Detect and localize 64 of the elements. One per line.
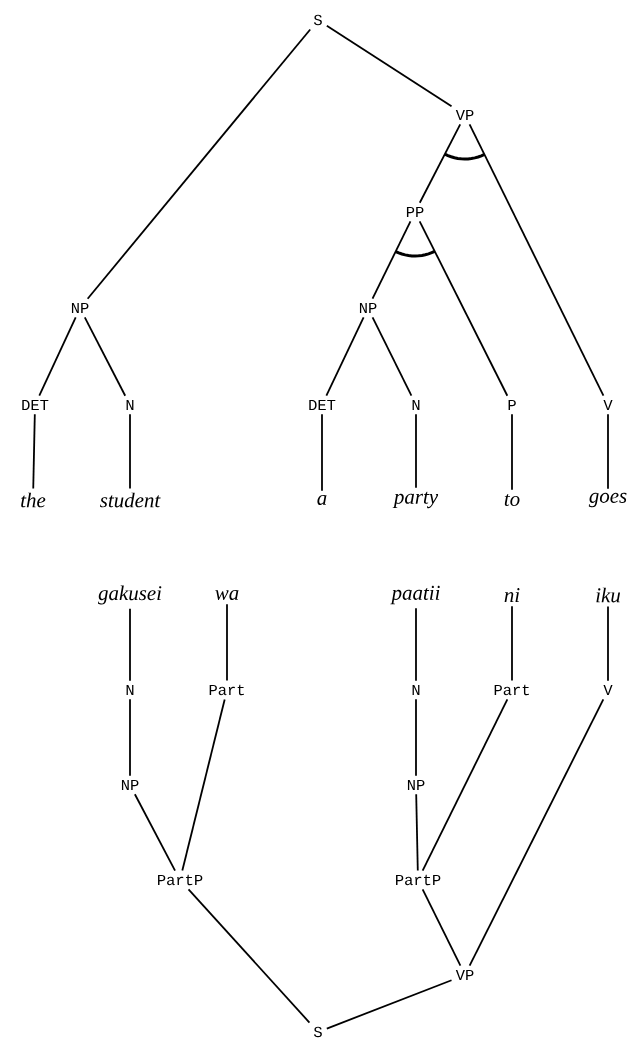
- tree-branch: [38, 316, 77, 397]
- category-label: Part: [209, 684, 244, 696]
- word-label: ni: [504, 588, 520, 602]
- tree-branch: [607, 413, 609, 490]
- word-label: gakusei: [98, 585, 162, 605]
- word-label: student: [100, 492, 161, 508]
- tree-branch: [468, 123, 605, 397]
- tree-branch: [371, 316, 413, 397]
- tree-branch: [86, 28, 312, 300]
- tree-branch: [129, 413, 131, 490]
- word-label: to: [504, 494, 520, 506]
- tree-branch: [418, 220, 509, 397]
- tree-branch: [418, 123, 462, 204]
- tree-branch: [511, 413, 513, 491]
- tree-branch: [226, 603, 228, 682]
- word-label: a: [317, 495, 327, 506]
- tree-branch: [415, 698, 417, 777]
- tree-branch: [129, 607, 131, 682]
- category-label: N: [126, 399, 134, 411]
- category-label: N: [412, 399, 420, 411]
- category-label: NP: [121, 779, 139, 791]
- category-label: NP: [359, 302, 377, 314]
- tree-branch: [607, 605, 609, 682]
- category-label: S: [313, 14, 322, 26]
- word-label: goes: [588, 492, 627, 508]
- category-label: V: [603, 399, 613, 411]
- word-label: wa: [215, 590, 239, 601]
- category-label: PartP: [396, 874, 441, 886]
- tree-branch: [134, 793, 176, 872]
- category-label: N: [126, 684, 134, 696]
- tree-branch: [421, 888, 462, 967]
- category-label: VP: [455, 969, 474, 981]
- word-label: party: [392, 491, 439, 509]
- category-label: VP: [455, 109, 474, 121]
- category-label: N: [412, 684, 420, 696]
- category-label: PartP: [158, 874, 203, 886]
- tree-branch: [415, 793, 419, 872]
- word-label: paatii: [390, 585, 440, 605]
- category-label: Part: [494, 684, 529, 696]
- category-label: P: [508, 399, 516, 411]
- tree-branch: [511, 605, 513, 682]
- tree-branch: [32, 413, 36, 490]
- tree-branch: [415, 607, 417, 682]
- word-label: iku: [596, 587, 620, 603]
- category-label: NP: [407, 779, 425, 791]
- tree-branch: [321, 413, 323, 492]
- category-label: S: [313, 1026, 322, 1038]
- category-label: PP: [406, 206, 424, 218]
- tree-branch: [325, 24, 453, 108]
- tree-branch: [83, 316, 127, 397]
- category-label: DET: [309, 399, 336, 411]
- tree-branch: [415, 413, 417, 489]
- category-label: DET: [22, 399, 49, 411]
- tree-branch: [325, 979, 453, 1030]
- tree-branch: [325, 316, 365, 397]
- tree-branch: [129, 698, 131, 777]
- tree-branch: [371, 220, 412, 300]
- tree-branch: [181, 698, 226, 872]
- tree-branch: [468, 698, 605, 967]
- tree-branch: [187, 888, 311, 1024]
- category-label: NP: [71, 302, 89, 314]
- word-label: the: [21, 492, 46, 508]
- tree-branch: [421, 698, 509, 872]
- category-label: V: [603, 684, 613, 696]
